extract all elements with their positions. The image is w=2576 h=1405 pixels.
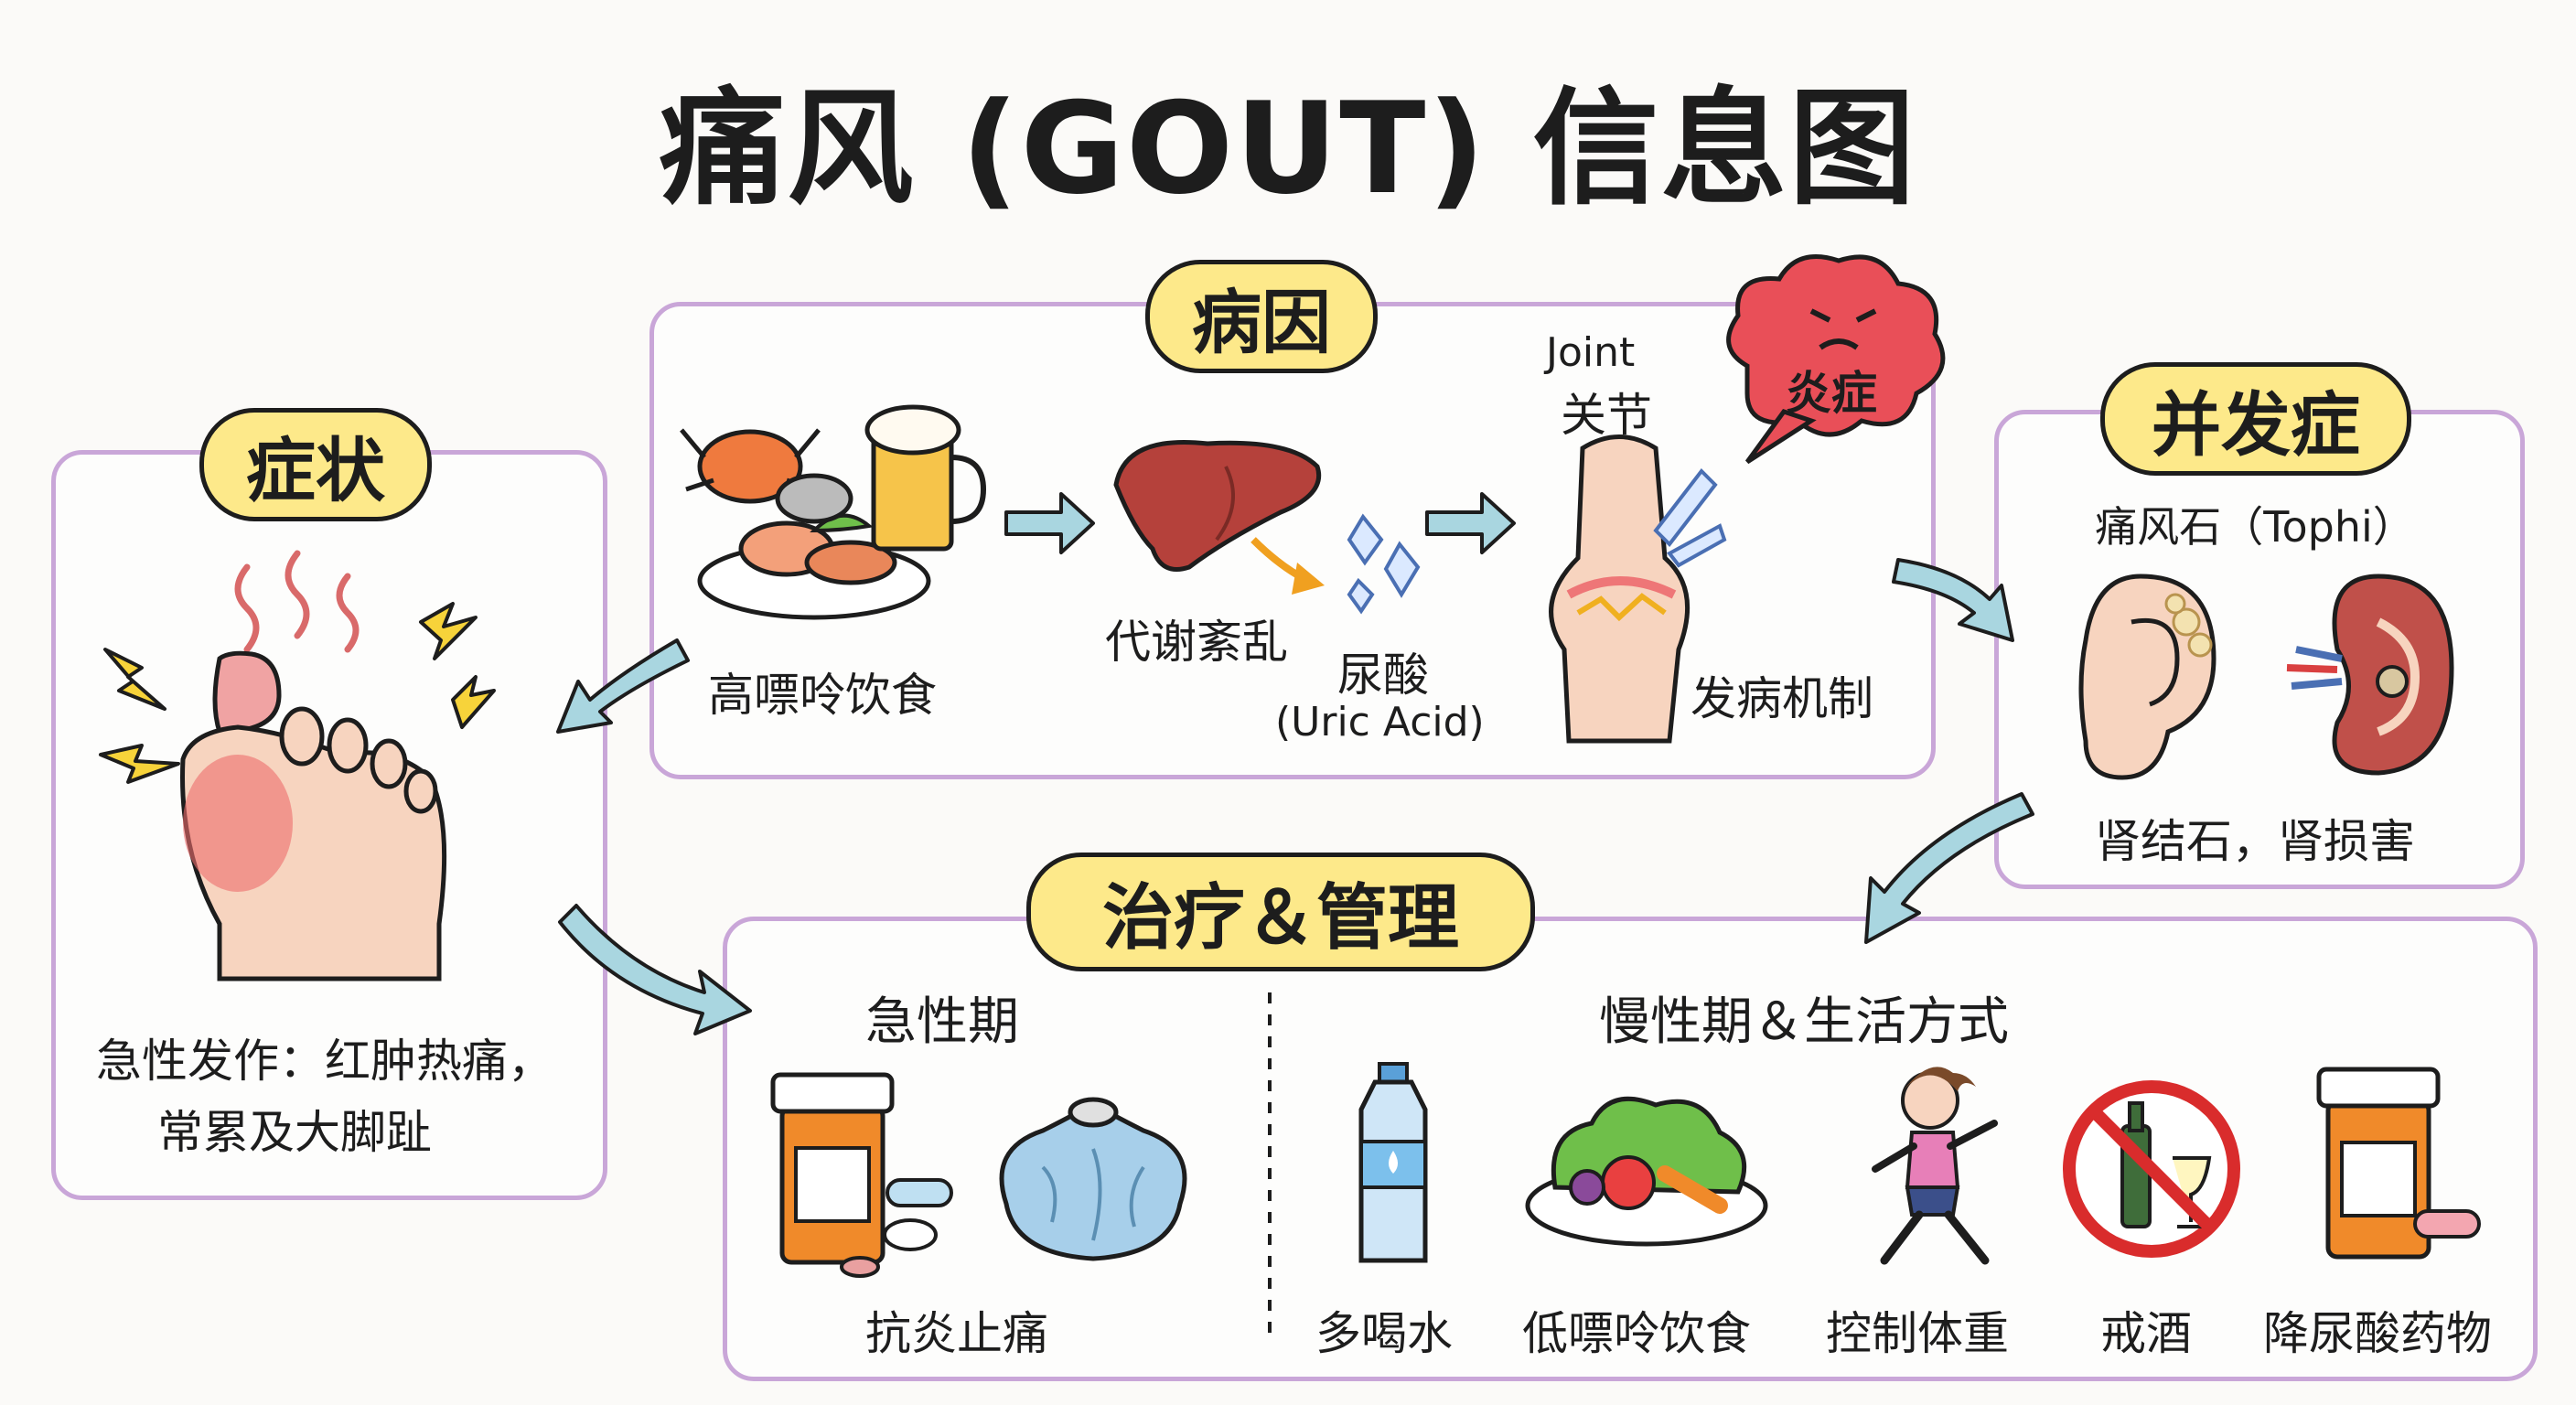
arrow-complications-to-treatment <box>1864 792 2034 944</box>
arrow-symptoms-to-treatment <box>558 904 752 1035</box>
high-purine-diet-label: 高嘌呤饮食 <box>708 669 937 722</box>
chronic-item-0: 多喝水 <box>1315 1307 1453 1360</box>
uric-acid-label: 尿酸 <box>1337 649 1429 702</box>
kidney-icon <box>2286 574 2454 776</box>
metabolic-disorder-label: 代谢紊乱 <box>1105 616 1288 669</box>
water-bottle-icon <box>1358 1062 1428 1263</box>
running-person-icon <box>1872 1067 1998 1265</box>
arrow-causes-to-symptoms <box>556 638 690 734</box>
symptoms-desc-line2: 常累及大脚趾 <box>157 1106 432 1159</box>
liver-icon <box>1113 439 1321 572</box>
arrow-mechanism-to-complications <box>1892 558 2014 642</box>
mechanism-label: 发病机制 <box>1690 672 1873 725</box>
chronic-item-4: 降尿酸药物 <box>2263 1307 2492 1360</box>
treatment-heading: 治疗＆管理 <box>1026 853 1535 971</box>
salad-icon <box>1525 1096 1768 1247</box>
uric-acid-crystals-icon <box>1347 513 1421 615</box>
acute-heading: 急性期 <box>865 992 1019 1052</box>
ear-tophi-icon <box>2078 574 2216 780</box>
inflamed-joint-icon <box>1549 434 1727 744</box>
joint-zh-label: 关节 <box>1561 389 1652 442</box>
ice-pack-icon <box>999 1097 1187 1261</box>
complications-heading: 并发症 <box>2100 362 2411 476</box>
causes-heading: 病因 <box>1145 260 1378 373</box>
symptoms-heading: 症状 <box>199 408 432 521</box>
pill-bottle-icon <box>770 1072 953 1278</box>
tophi-label: 痛风石（Tophi） <box>2095 502 2415 552</box>
no-alcohol-icon <box>2063 1080 2240 1258</box>
chronic-item-2: 控制体重 <box>1826 1307 2009 1360</box>
inflamed-foot-icon <box>99 550 496 981</box>
joint-en-label: Joint <box>1546 329 1636 376</box>
arrow-food-to-liver <box>1004 492 1095 554</box>
inflammation-label: 炎症 <box>1786 367 1877 420</box>
symptoms-desc-line1: 急性发作：红肿热痛， <box>96 1035 553 1088</box>
seafood-beer-icon <box>680 404 987 620</box>
uric-acid-en-label: (Uric Acid) <box>1275 699 1485 745</box>
chronic-heading: 慢性期＆生活方式 <box>1599 992 2009 1052</box>
acute-item-label: 抗炎止痛 <box>865 1307 1048 1360</box>
inflammation-cloud-icon <box>1726 254 1946 465</box>
arrow-acid-to-joint <box>1425 492 1516 554</box>
chronic-item-3: 戒酒 <box>2100 1307 2192 1360</box>
chronic-item-1: 低嘌呤饮食 <box>1522 1307 1751 1360</box>
page-title: 痛风 (GOUT) 信息图 <box>659 75 1917 222</box>
urate-lowering-drug-icon <box>2316 1067 2481 1260</box>
kidney-label: 肾结石，肾损害 <box>2095 815 2415 868</box>
